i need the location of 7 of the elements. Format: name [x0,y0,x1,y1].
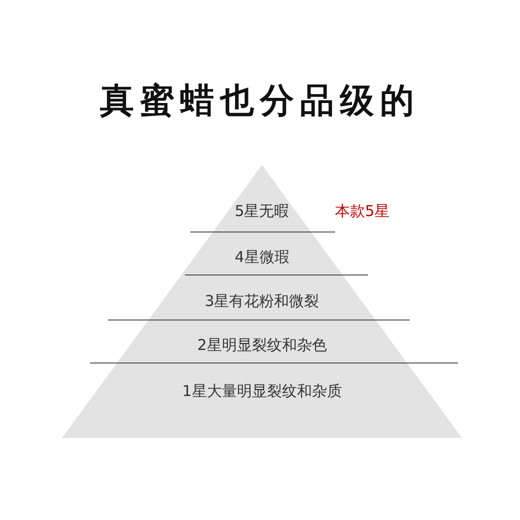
tier-label: 2星明显裂纹和杂色 [196,336,328,355]
rating-note: 本款5星 [335,202,390,221]
tier-label: 1星大量明显裂纹和杂质 [181,382,343,401]
tier-label: 4星微瑕 [234,248,290,267]
tier-label: 5星无暇 [234,202,290,221]
tier-label: 3星有花粉和微裂 [204,292,320,311]
title: 真蜜蜡也分品级的 [99,80,421,123]
